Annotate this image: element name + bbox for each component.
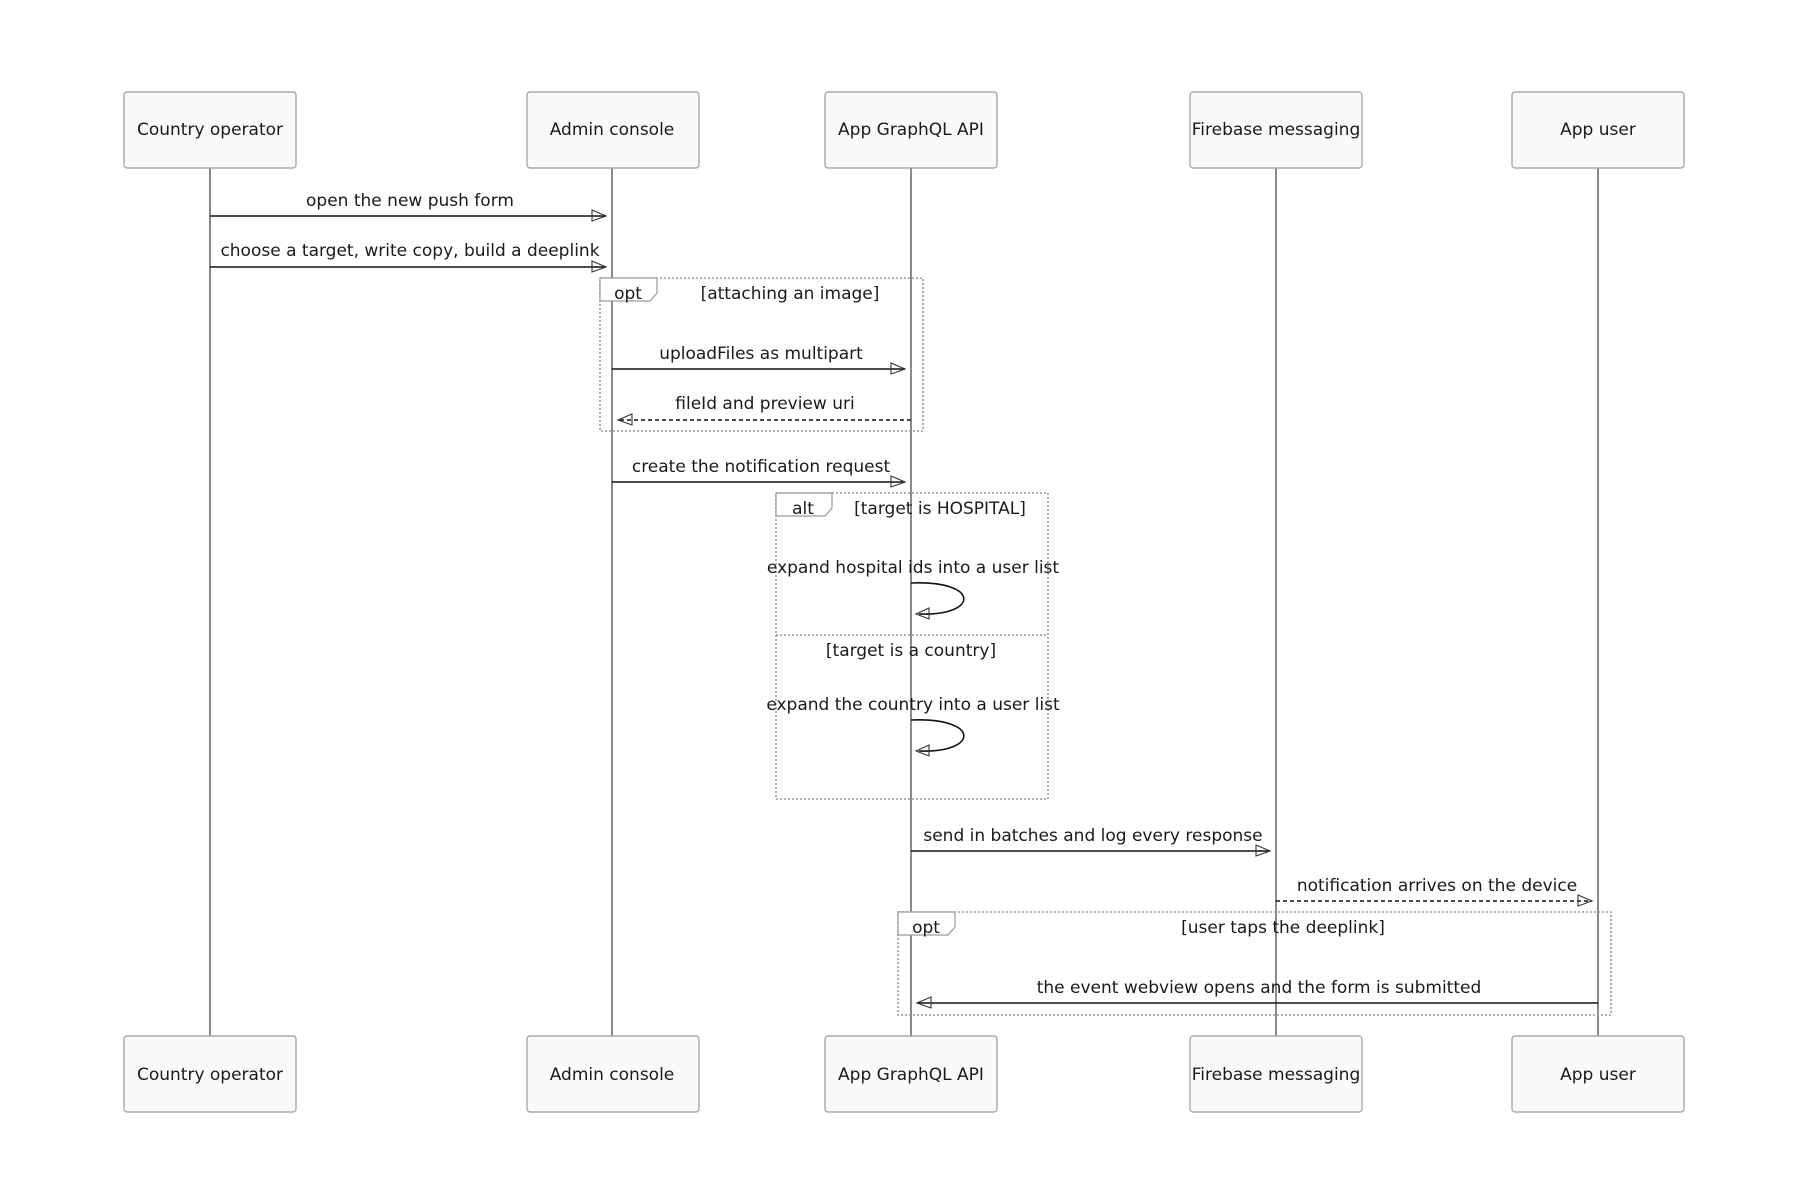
fragment-else-condition-label: [target is a country] — [826, 641, 996, 661]
message-label: open the new push form — [306, 191, 514, 211]
participants-bottom: Country operator Admin console App Graph… — [123, 1035, 1685, 1113]
participant-label: App GraphQL API — [838, 120, 984, 140]
message-label: create the notification request — [632, 457, 891, 477]
participant-label: Admin console — [550, 1065, 675, 1085]
message-label: uploadFiles as multipart — [659, 344, 863, 364]
message-label: the event webview opens and the form is … — [1037, 978, 1482, 998]
self-message-loop — [910, 582, 965, 615]
fragment-frame — [599, 277, 924, 432]
participant-label: App user — [1560, 120, 1636, 140]
arrowhead — [890, 362, 907, 375]
fragment-condition-label: [user taps the deeplink] — [1181, 918, 1385, 938]
arrowhead — [591, 260, 608, 273]
participant-label: Firebase messaging — [1192, 1065, 1361, 1085]
arrowhead — [914, 607, 930, 620]
participant-box-admin-console — [526, 91, 700, 169]
participant-label: Country operator — [137, 120, 283, 140]
participant-label: Country operator — [137, 1065, 283, 1085]
fragment-kind-label: alt — [792, 499, 814, 519]
fragment-alt-target: alt [target is HOSPITAL] [target is a co… — [775, 492, 1049, 800]
fragment-frame — [775, 492, 1049, 800]
fragment-condition-label: [attaching an image] — [701, 284, 880, 304]
self-message-loop — [910, 719, 965, 752]
fragment-opt-user-taps: opt [user taps the deeplink] — [897, 911, 1612, 1016]
arrowhead — [1255, 844, 1272, 857]
participant-box-country-operator — [123, 91, 297, 169]
arrowhead — [1577, 894, 1594, 907]
participant-box-app-user — [1511, 1035, 1685, 1113]
arrowhead — [616, 413, 633, 426]
participant-label: Admin console — [550, 120, 675, 140]
lifelines — [209, 168, 1599, 1036]
message-label: fileId and preview uri — [675, 394, 854, 414]
fragment-opt-attaching-image: opt [attaching an image] — [599, 277, 924, 432]
message-label: send in batches and log every response — [923, 826, 1262, 846]
participant-box-app-graphql-api — [824, 1035, 998, 1113]
participant-box-country-operator — [123, 1035, 297, 1113]
fragment-kind-label: opt — [614, 284, 642, 304]
fragment-condition-label: [target is HOSPITAL] — [854, 499, 1026, 519]
message-label: notification arrives on the device — [1297, 876, 1577, 896]
participant-box-admin-console — [526, 1035, 700, 1113]
fragment-kind-label: opt — [912, 918, 940, 938]
participants-top: Country operator Admin console App Graph… — [123, 91, 1685, 169]
participant-box-firebase-messaging — [1189, 1035, 1363, 1113]
participant-label: App user — [1560, 1065, 1636, 1085]
participant-box-app-user — [1511, 91, 1685, 169]
participant-label: App GraphQL API — [838, 1065, 984, 1085]
arrowhead — [890, 475, 907, 488]
message-label: expand the country into a user list — [766, 695, 1060, 715]
participant-box-app-graphql-api — [824, 91, 998, 169]
fragment-tab — [775, 492, 833, 517]
fragment-tab — [897, 911, 956, 936]
participant-box-firebase-messaging — [1189, 91, 1363, 169]
arrowhead — [915, 996, 932, 1009]
message-label: choose a target, write copy, build a dee… — [220, 241, 599, 261]
message-label: expand hospital ids into a user list — [767, 558, 1060, 578]
messages: open the new push form choose a target, … — [210, 191, 1598, 1009]
fragment-frame — [897, 911, 1612, 1016]
arrowhead — [591, 209, 608, 222]
participant-label: Firebase messaging — [1192, 120, 1361, 140]
fragment-tab — [599, 277, 658, 302]
arrowhead — [914, 744, 930, 757]
